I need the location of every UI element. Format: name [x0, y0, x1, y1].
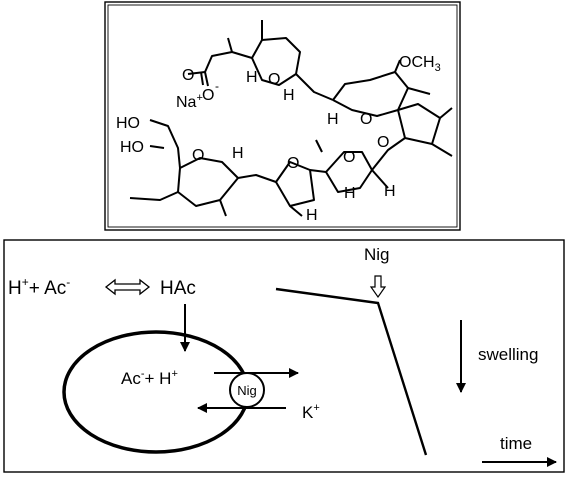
time-label: time — [500, 434, 532, 453]
ring-a-hydrogen-2: H — [283, 87, 295, 104]
ring-f-hydrogen: H — [232, 145, 244, 162]
ring-f-oxygen: O — [192, 147, 204, 164]
nigericin-carrier — [229, 372, 265, 408]
hac-label: HAc — [160, 278, 196, 299]
ring-e-hydrogen: H — [306, 207, 318, 224]
nigericin-carrier-label: Nig — [237, 383, 257, 398]
ring-d-oxygen: O — [343, 149, 355, 166]
swelling-trace — [275, 287, 428, 456]
potassium-label: K+ — [302, 402, 320, 422]
equilibrium-double-arrow — [104, 278, 151, 296]
nig-addition-arrow — [369, 275, 387, 299]
ring-a-oxygen: O — [268, 71, 280, 88]
swelling-label: swelling — [478, 345, 538, 364]
ring-e-oxygen: O — [287, 155, 299, 172]
vesicle-membrane — [62, 330, 250, 454]
ring-d-hydrogen: H — [384, 183, 396, 200]
carboxylate-oxygen: O — [182, 67, 194, 84]
mechanism-frame — [3, 239, 565, 473]
structure-frame-outer — [104, 1, 461, 231]
hydroxyl-2: HO — [120, 139, 144, 156]
methoxy-group: OCH3 — [399, 54, 441, 74]
carboxylate-oxygen-anion: O — [202, 87, 214, 104]
structure-bonds — [129, 20, 453, 217]
carboxylate-charge: - — [215, 79, 219, 93]
ring-b-oxygen: O — [360, 111, 372, 128]
ring-c-oxygen: O — [377, 134, 389, 151]
ring-a-hydrogen-1: H — [246, 69, 258, 86]
ring-b-hydrogen: H — [327, 111, 339, 128]
structure-panel: O O - O H H OCH3 O H Na+ HO HO O H O H O… — [104, 1, 461, 231]
sodium-ion: Na+ — [176, 92, 203, 111]
nig-addition-label: Nig — [364, 245, 390, 264]
h-plus-ac-minus: H++ Ac- — [8, 275, 70, 299]
structure-frame-inner — [107, 4, 458, 228]
ring-d-hydrogen-2: H — [344, 185, 356, 202]
hydroxyl-1: HO — [116, 115, 140, 132]
inside-ac-h: Ac-+ H+ — [121, 368, 178, 388]
mechanism-panel: H++ Ac- HAc Ac-+ H+ Nig K+ Nig swelling … — [3, 239, 565, 473]
structure-atoms: O O - O H H OCH3 O H Na+ HO HO O H O H O… — [116, 54, 441, 224]
